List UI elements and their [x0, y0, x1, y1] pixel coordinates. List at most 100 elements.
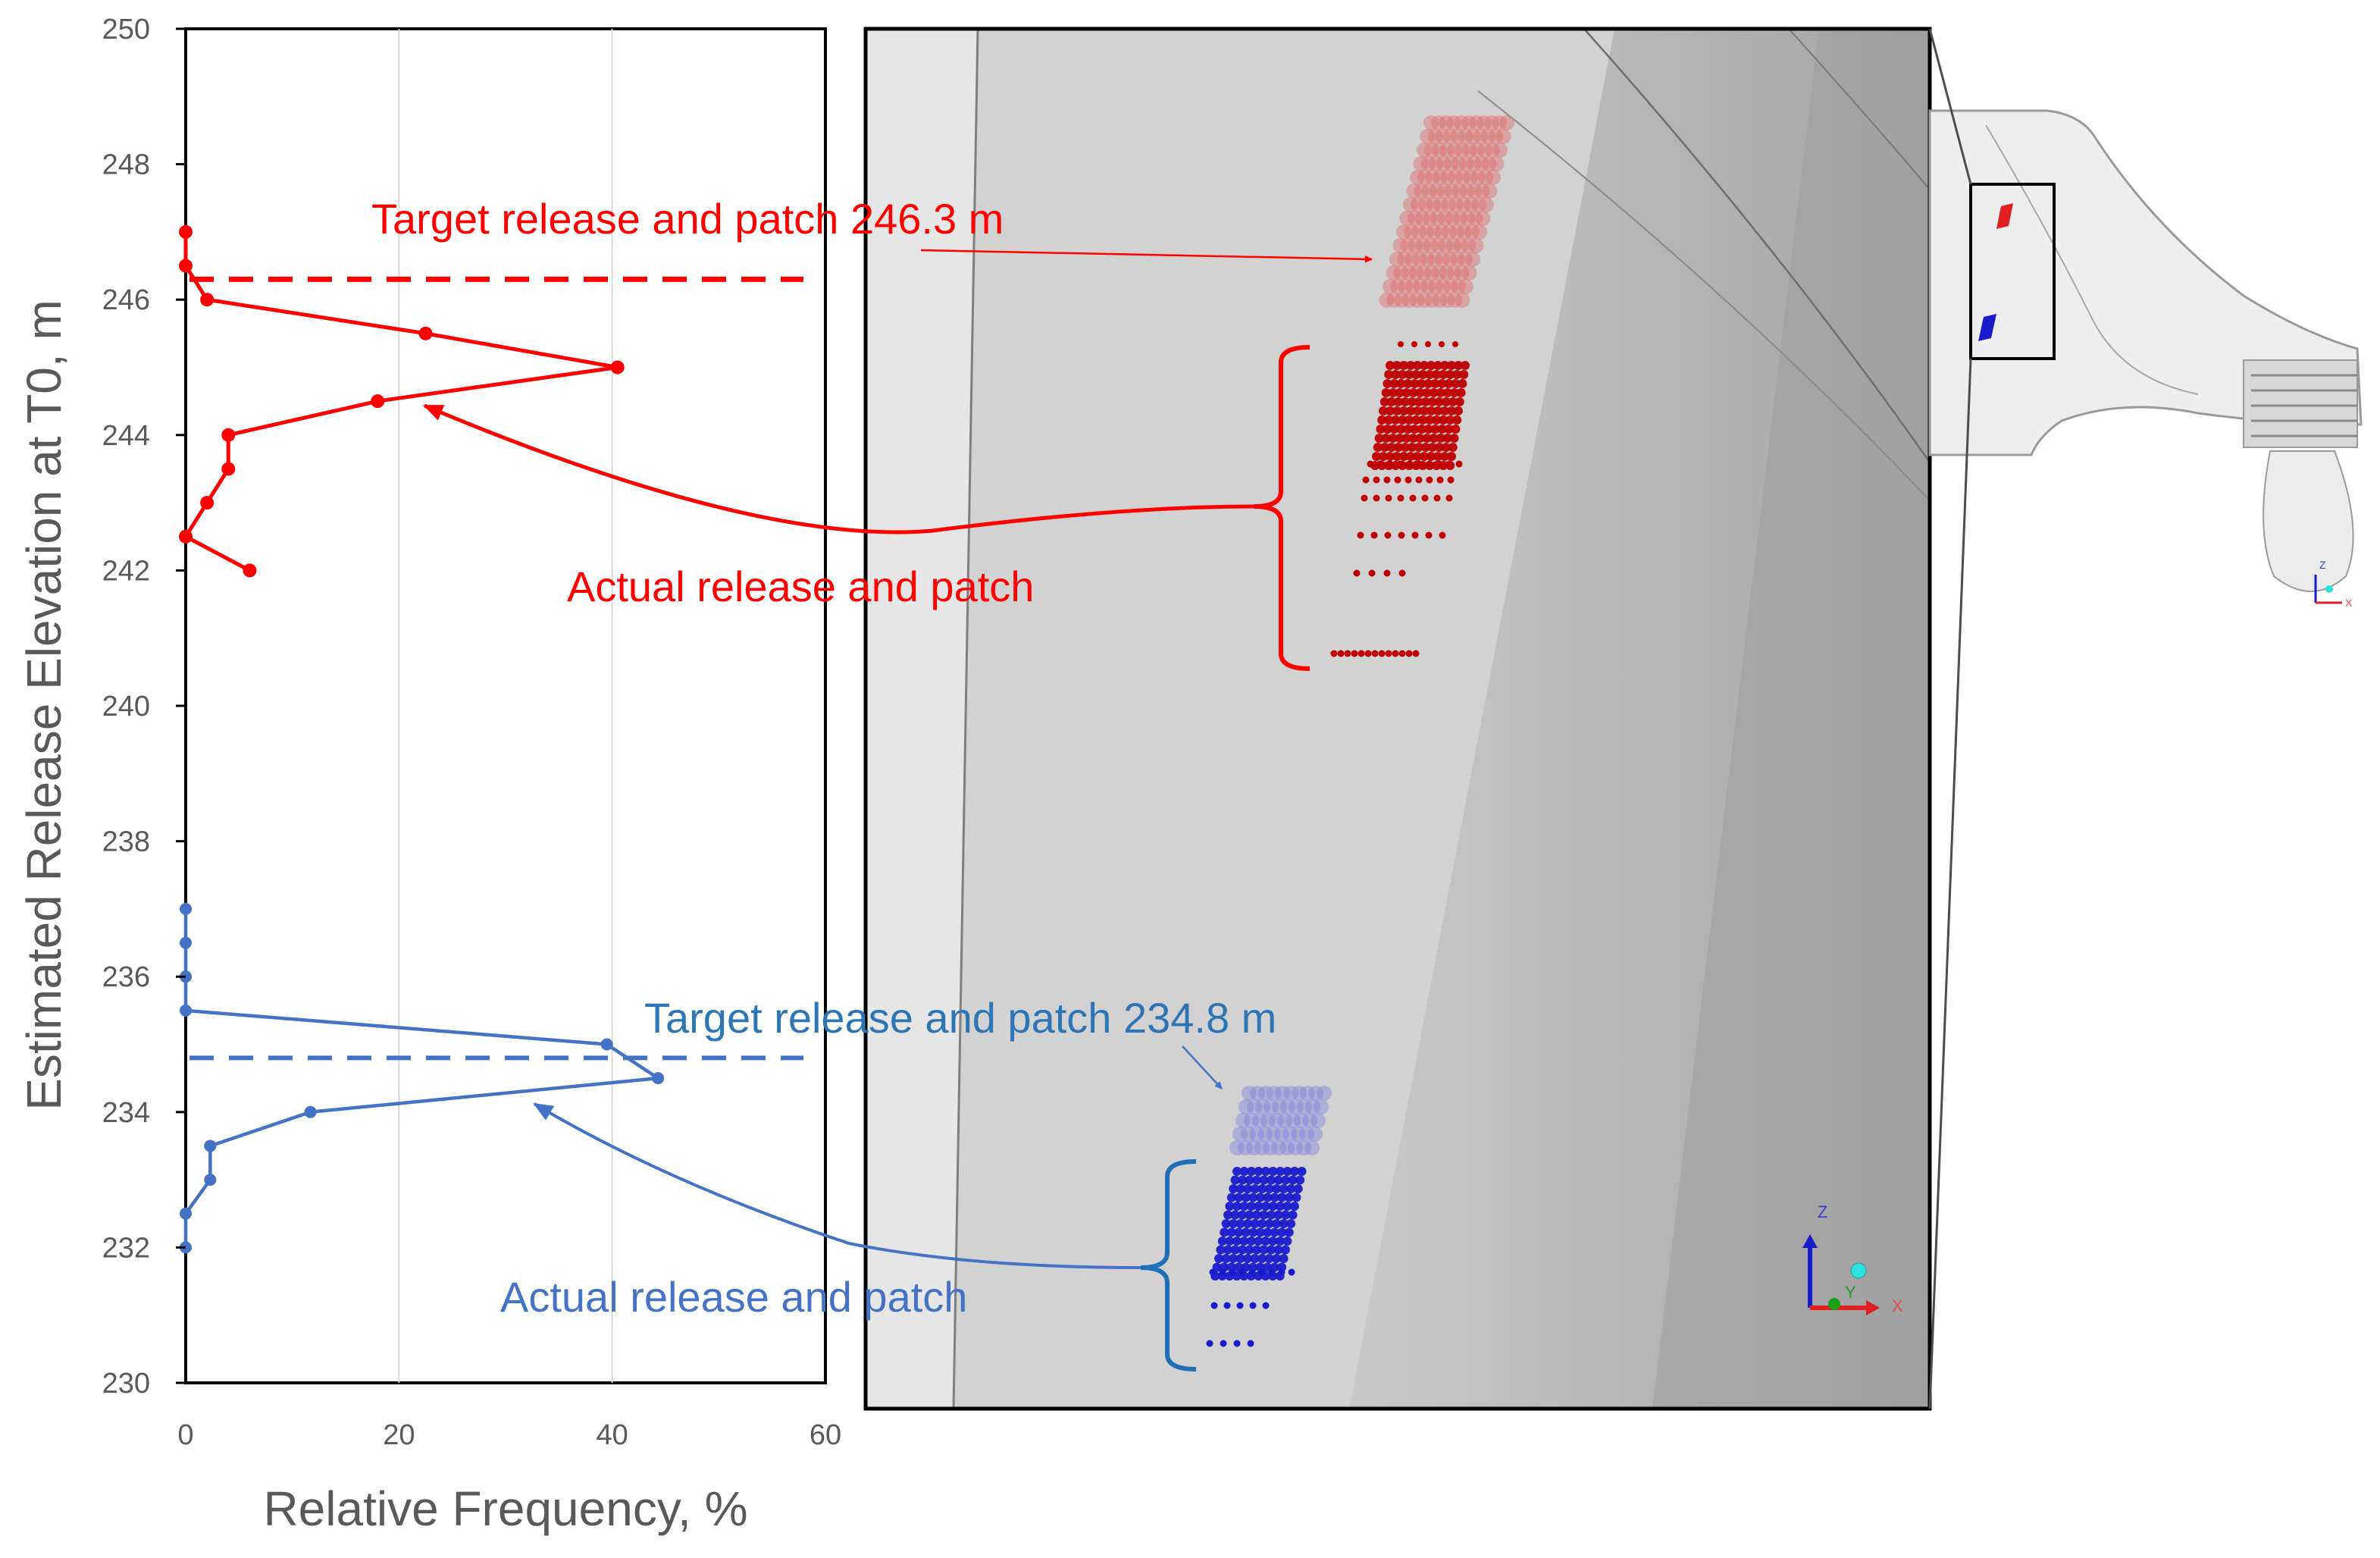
red-actual-label: Actual release and patch — [567, 563, 1034, 610]
red-actual-particle — [1436, 434, 1445, 443]
red-target-particle — [1486, 170, 1501, 185]
red-target-particle — [1455, 293, 1470, 308]
red-actual-particle — [1389, 425, 1399, 434]
red-target-particle — [1448, 197, 1464, 212]
red-actual-particle — [1393, 397, 1403, 406]
blue-actual-particle — [1254, 1167, 1264, 1176]
red-target-particle — [1439, 265, 1455, 281]
red-target-particle — [1468, 238, 1484, 253]
red-actual-particle — [1421, 494, 1429, 502]
red-actual-particle — [1400, 443, 1410, 452]
red-actual-particle — [1392, 452, 1401, 461]
red-target-particle — [1458, 156, 1474, 171]
blue-actual-particle — [1229, 1268, 1236, 1276]
red-actual-particle — [1455, 397, 1464, 406]
blue-actual-particle — [1221, 1254, 1231, 1263]
blue-actual-particle — [1248, 1268, 1256, 1276]
blue-actual-particle — [1219, 1268, 1226, 1276]
red-actual-particle — [1379, 397, 1389, 406]
x-tick-label: 20 — [383, 1419, 415, 1451]
red-target-particle — [1420, 129, 1436, 144]
red-target-particle — [1456, 197, 1471, 212]
red-target-particle — [1414, 183, 1430, 199]
red-actual-particle — [1403, 379, 1413, 388]
red-target-particle — [1446, 265, 1462, 281]
red-target-particle — [1413, 156, 1429, 171]
series-group — [179, 224, 665, 1254]
red-target-particle — [1407, 211, 1423, 226]
blue-actual-particle — [1272, 1184, 1282, 1193]
red-actual-particle — [1420, 443, 1430, 452]
red-actual-particle — [1411, 370, 1421, 379]
red-target-particle — [1458, 279, 1473, 294]
blue-actual-particle — [1241, 1193, 1251, 1202]
blue-target-particle — [1311, 1113, 1326, 1128]
red-actual-particle — [1425, 415, 1435, 425]
red-target-particle — [1399, 211, 1415, 226]
red-target-particle — [1389, 252, 1405, 267]
red-actual-particle — [1396, 425, 1406, 434]
red-actual-particle — [1427, 397, 1437, 406]
blue-actual-particle — [1239, 1237, 1249, 1246]
red-actual-particle — [1395, 388, 1405, 397]
red-target-particle — [1408, 265, 1424, 281]
blue-actual-particle — [1243, 1254, 1252, 1263]
red-actual-particle — [1373, 494, 1380, 502]
red-target-particle — [1461, 238, 1477, 253]
x-tick-label: 0 — [177, 1419, 193, 1451]
blue-actual-particle — [1263, 1193, 1273, 1202]
red-actual-particle — [1426, 406, 1436, 415]
red-target-particle — [1492, 115, 1507, 130]
data-point — [204, 1174, 217, 1187]
blue-actual-particle — [1249, 1302, 1257, 1309]
red-target-particle — [1401, 293, 1417, 308]
red-actual-particle — [1389, 379, 1399, 388]
red-target-particle — [1466, 156, 1482, 171]
blue-actual-particle — [1235, 1184, 1245, 1193]
blue-actual-particle — [1286, 1219, 1296, 1228]
overview-axis-z-label: Z — [2319, 559, 2326, 571]
red-target-particle — [1411, 197, 1426, 212]
blue-actual-particle — [1275, 1202, 1285, 1211]
blue-actual-arrow — [533, 1102, 1141, 1269]
red-actual-particle — [1440, 361, 1449, 370]
blue-actual-particle — [1260, 1237, 1270, 1246]
blue-actual-particle — [1261, 1167, 1270, 1176]
red-actual-particle — [1405, 370, 1414, 379]
red-target-particle — [1410, 170, 1425, 185]
zoom-connector-top — [1928, 28, 1972, 185]
red-actual-particle — [1442, 434, 1452, 443]
blue-actual-particle — [1252, 1175, 1262, 1185]
blue-actual-particle — [1220, 1340, 1227, 1347]
red-target-particle — [1472, 224, 1487, 240]
blue-actual-particle — [1210, 1302, 1218, 1309]
blue-target-label: Target release and patch 234.8 m — [644, 994, 1276, 1042]
red-target-particle — [1435, 252, 1450, 267]
red-actual-particle — [1392, 406, 1401, 415]
red-actual-particle — [1408, 388, 1418, 397]
red-target-particle — [1412, 252, 1427, 267]
blue-actual-particle — [1254, 1237, 1264, 1246]
red-target-particle — [1441, 197, 1456, 212]
red-actual-particle — [1454, 406, 1463, 415]
red-target-particle — [1454, 115, 1469, 130]
blue-actual-particle — [1288, 1210, 1298, 1220]
red-actual-particle — [1420, 452, 1429, 461]
red-target-particle — [1488, 129, 1504, 144]
data-point — [221, 462, 236, 476]
red-actual-particle — [1386, 406, 1395, 415]
render-panel: Z Y X — [863, 27, 1932, 1411]
red-actual-particle — [1384, 415, 1394, 425]
blue-actual-particle — [1266, 1245, 1276, 1255]
red-actual-particle — [1447, 406, 1456, 415]
red-target-particle — [1450, 129, 1466, 144]
red-actual-particle — [1411, 341, 1417, 347]
red-actual-particle — [1436, 476, 1444, 484]
red-actual-particle — [1415, 476, 1423, 484]
overview-draft-tube — [2263, 450, 2354, 592]
red-target-particle — [1429, 183, 1445, 199]
red-target-particle — [1419, 224, 1434, 240]
blue-actual-particle — [1232, 1237, 1242, 1246]
render-curve-edge-1 — [1583, 28, 1931, 463]
red-actual-particle — [1445, 460, 1453, 468]
